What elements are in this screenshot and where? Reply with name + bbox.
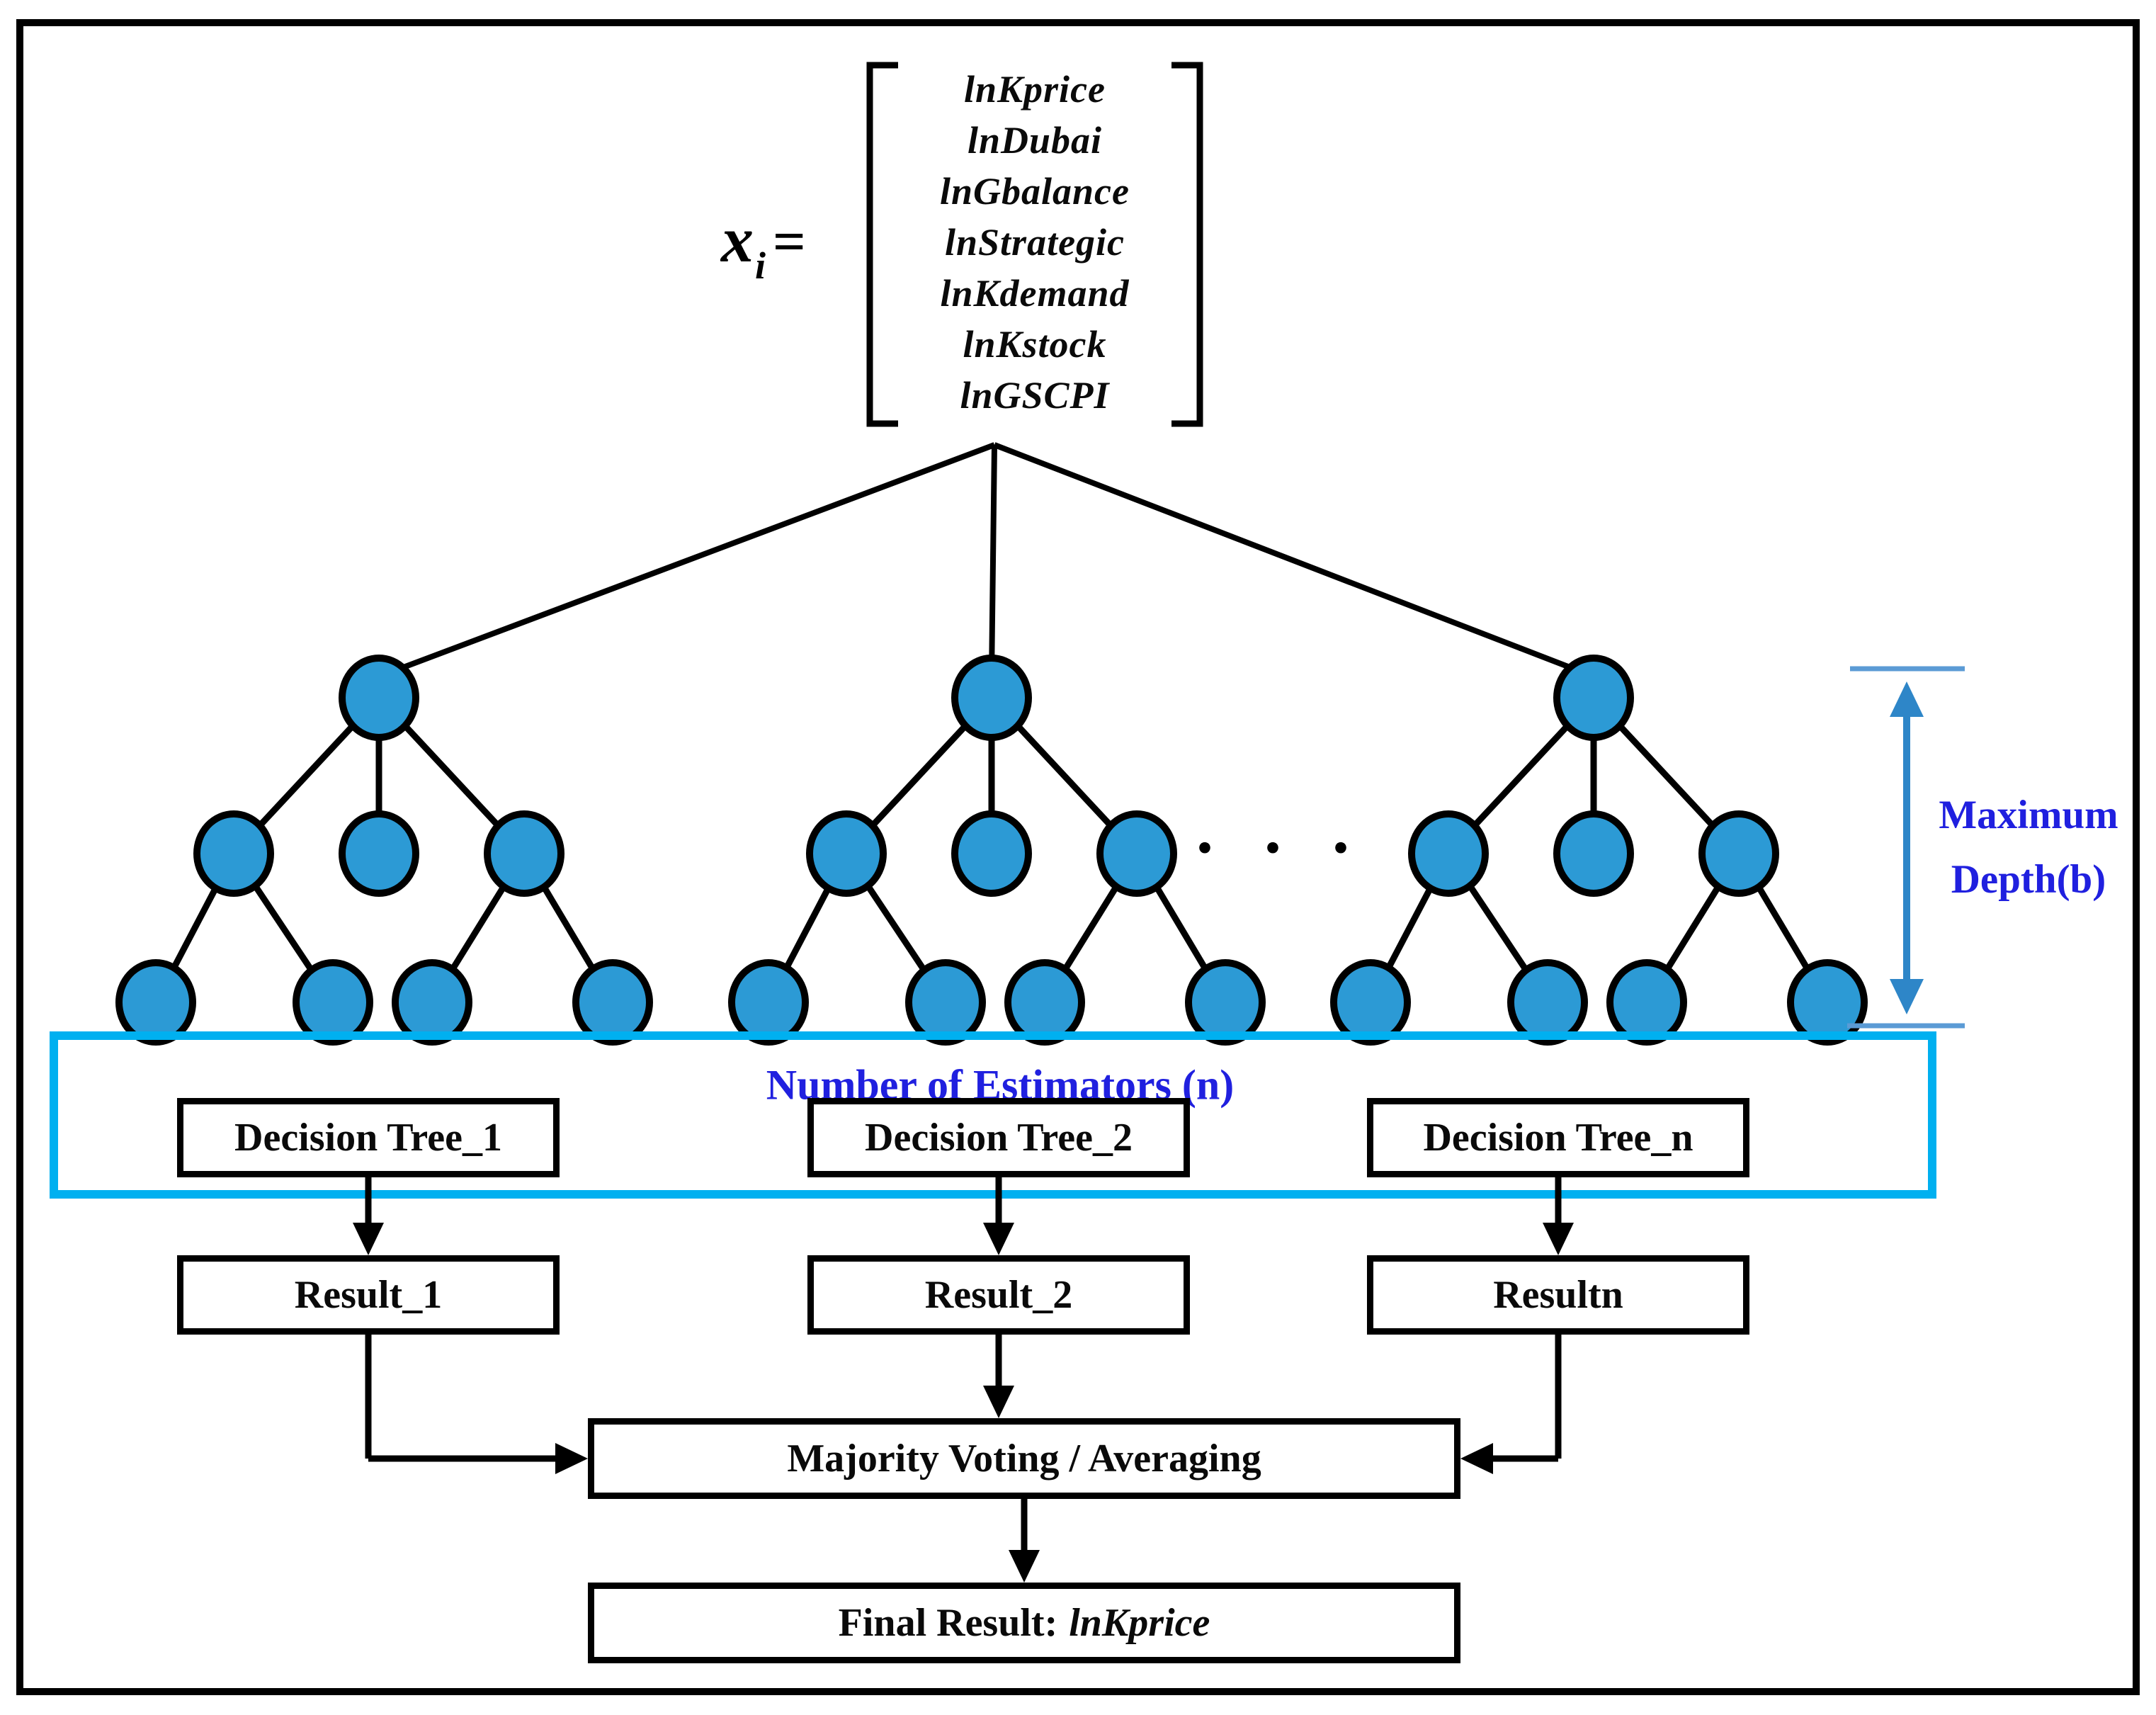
decision-tree-1-box: Decision Tree_1	[177, 1098, 560, 1177]
result-1-box: Result_1	[177, 1255, 560, 1335]
decision-tree-2-box: Decision Tree_2	[807, 1098, 1190, 1177]
tree-3-node	[1787, 959, 1868, 1046]
equation-equals-sign: =	[773, 209, 806, 273]
tree-2-node	[728, 959, 809, 1046]
tree-3-node	[1553, 655, 1634, 741]
arrow-decision-to-result-1-head	[353, 1223, 384, 1255]
arrow-result2-to-voting-head	[983, 1386, 1014, 1418]
vector-row-lnGSCPI: lnGSCPI	[960, 374, 1110, 417]
fan-line-3	[993, 442, 1595, 679]
majority-voting-box: Majority Voting / Averaging	[588, 1418, 1460, 1499]
vector-row-lnKstock: lnKstock	[963, 323, 1107, 366]
tree-3-node	[1606, 959, 1687, 1046]
tree-3-node	[1553, 810, 1634, 897]
maximum-depth-line1: Maximum	[1939, 792, 2118, 837]
vector-row-lnStrategic: lnStrategic	[944, 221, 1125, 264]
final-result-box: Final Result: lnKprice	[588, 1583, 1460, 1663]
bracket-right	[1171, 62, 1203, 427]
final-result-value: lnKprice	[1069, 1601, 1210, 1645]
tree-ellipsis: · · ·	[1193, 809, 1367, 885]
result-1-label: Result_1	[294, 1273, 443, 1317]
tree-1-node	[115, 959, 196, 1046]
vector-row-lnDubai: lnDubai	[967, 119, 1103, 162]
tree-1-node	[572, 959, 653, 1046]
tree-2-node	[951, 655, 1032, 741]
arrow-decision-to-result-2-head	[983, 1223, 1014, 1255]
tree-1-node	[293, 959, 373, 1046]
majority-voting-label: Majority Voting / Averaging	[787, 1437, 1261, 1481]
tree-3-node	[1507, 959, 1588, 1046]
fan-line-1	[378, 442, 996, 679]
decision-tree-1-label: Decision Tree_1	[234, 1116, 502, 1160]
tree-2-node	[1004, 959, 1085, 1046]
decision-tree-n-label: Decision Tree_n	[1423, 1116, 1693, 1160]
arrow-voting-to-final-head	[1009, 1550, 1040, 1583]
result-2-box: Result_2	[807, 1255, 1190, 1335]
maximum-depth-label: Maximum Depth(b)	[1939, 783, 2118, 912]
equation-subscript: i	[755, 244, 766, 287]
maximum-depth-line2: Depth(b)	[1951, 857, 2106, 902]
tree-1-node	[484, 810, 564, 897]
decision-tree-n-box: Decision Tree_n	[1367, 1098, 1749, 1177]
arrow-decision-to-result-3-head	[1543, 1223, 1574, 1255]
outer-border	[16, 19, 2140, 1695]
depth-arrow-head-bottom	[1890, 979, 1924, 1014]
vector-row-lnKdemand: lnKdemand	[940, 272, 1130, 315]
fan-line-2	[989, 444, 997, 677]
tree-1-node	[193, 810, 274, 897]
vector-row-lnKprice: lnKprice	[963, 68, 1106, 111]
tree-2-node	[1096, 810, 1177, 897]
final-result-prefix: Final Result:	[838, 1601, 1058, 1645]
tree-2-node	[905, 959, 986, 1046]
equation-variable: x	[721, 203, 754, 276]
tree-3-node	[1330, 959, 1411, 1046]
tree-2-node	[806, 810, 887, 897]
depth-arrow-head-top	[1890, 681, 1924, 717]
result-2-label: Result_2	[924, 1273, 1073, 1317]
decision-tree-2-label: Decision Tree_2	[865, 1116, 1133, 1160]
tree-2-node	[1185, 959, 1266, 1046]
tree-2-node	[951, 810, 1032, 897]
bracket-left	[866, 62, 898, 427]
tree-1-node	[339, 810, 419, 897]
result-n-box: Resultn	[1367, 1255, 1749, 1335]
estimators-frame	[50, 1031, 1936, 1199]
arrow-result1-to-voting-head	[555, 1443, 588, 1474]
equation-lhs: x i =	[721, 207, 806, 285]
tree-3-node	[1408, 810, 1489, 897]
arrow-resultn-to-voting-head	[1460, 1443, 1493, 1474]
tree-3-node	[1698, 810, 1779, 897]
result-n-label: Resultn	[1493, 1273, 1623, 1317]
tree-1-node	[392, 959, 472, 1046]
vector-row-lnGbalance: lnGbalance	[939, 170, 1130, 213]
tree-1-node	[339, 655, 419, 741]
